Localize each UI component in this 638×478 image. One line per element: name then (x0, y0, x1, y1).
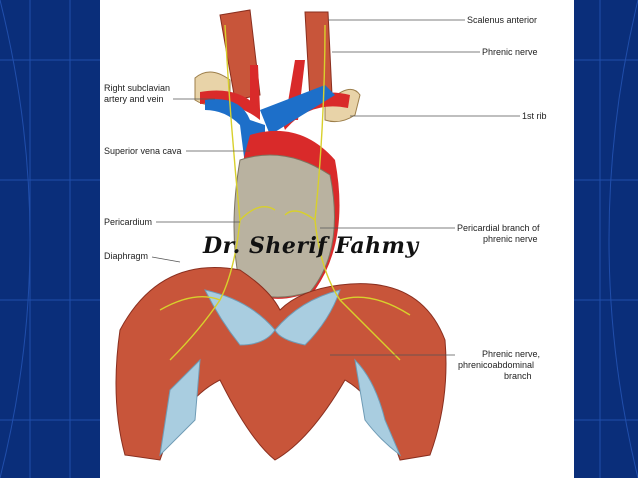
label-first-rib: 1st rib (522, 111, 547, 121)
label-superior-vena-cava: Superior vena cava (104, 146, 182, 156)
image-panel: Scalenus anterior Phrenic nerve Right su… (100, 0, 574, 478)
label-right-subclavian: Right subclavian (104, 83, 171, 93)
label-phrenic-nerve-branch: Phrenic nerve, (482, 349, 541, 359)
label-pericardial-branch-line2: phrenic nerve (483, 234, 538, 244)
anatomy-illustration (115, 9, 520, 461)
label-pericardium: Pericardium (104, 217, 153, 227)
label-artery-and-vein: artery and vein (104, 94, 164, 104)
label-pericardial-branch: Pericardial branch of (457, 223, 540, 233)
label-diaphragm: Diaphragm (104, 251, 149, 261)
watermark-text: Dr. Sherif Fahmy (203, 233, 419, 259)
label-phrenicoabdominal: phrenicoabdominal (458, 360, 535, 370)
label-scalenus-anterior: Scalenus anterior (467, 15, 538, 25)
label-branch: branch (504, 371, 532, 381)
label-phrenic-nerve: Phrenic nerve (482, 47, 538, 57)
